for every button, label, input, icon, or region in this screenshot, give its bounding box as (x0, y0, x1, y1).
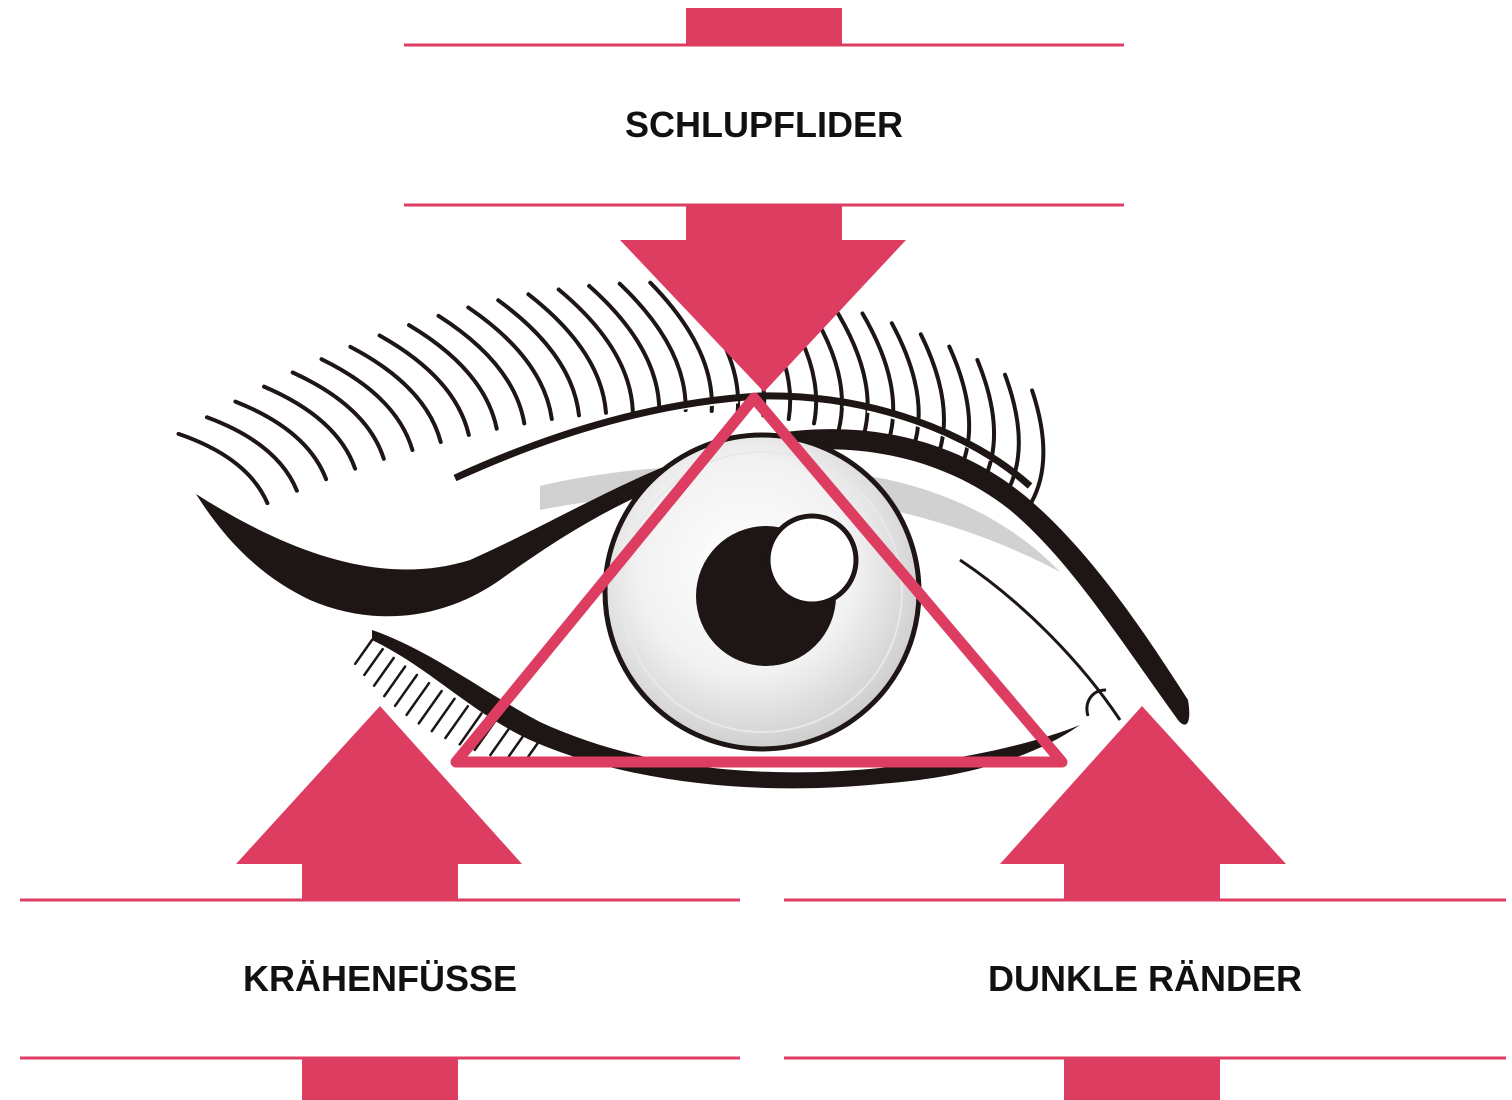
upper-lash (921, 334, 944, 459)
lower-lash (419, 691, 442, 723)
upper-lash (977, 360, 994, 479)
upper-lash (949, 347, 969, 469)
upper-lash (380, 336, 469, 435)
bottom-left-tab (302, 1058, 458, 1100)
label-kraehenfuesse: KRÄHENFÜSSE (20, 958, 740, 1000)
upper-lash (179, 434, 268, 503)
upper-lash (350, 347, 440, 442)
upper-lash (892, 323, 919, 450)
upper-lash (1031, 390, 1043, 503)
lower-lash (407, 683, 429, 715)
lower-lash (445, 706, 467, 738)
lower-lash (507, 734, 525, 760)
lower-lash (374, 658, 394, 686)
lower-lash (364, 649, 382, 675)
upper-lash (468, 308, 552, 420)
label-dunkle-raender: DUNKLE RÄNDER (784, 958, 1506, 1000)
lower-lash (395, 675, 417, 706)
lower-lash (490, 727, 510, 755)
bottom-right-label-box (784, 900, 1506, 1100)
lower-lash (355, 640, 372, 664)
lower-lash (384, 667, 405, 697)
upper-lash (528, 294, 606, 413)
lower-lash (432, 699, 455, 731)
bottom-right-tab (1064, 1058, 1220, 1100)
eye-with-eyeliner-icon (179, 283, 1190, 789)
pupil-highlight (768, 516, 856, 604)
upper-lash (498, 300, 579, 415)
upper-lash (559, 290, 633, 412)
label-schlupflider: SCHLUPFLIDER (404, 104, 1124, 146)
upper-lash (409, 325, 497, 429)
upper-lashes (179, 283, 1044, 503)
top-tab (686, 8, 842, 46)
upper-lash (589, 286, 659, 410)
upper-lash (439, 316, 525, 424)
bottom-left-label-box (20, 900, 740, 1100)
